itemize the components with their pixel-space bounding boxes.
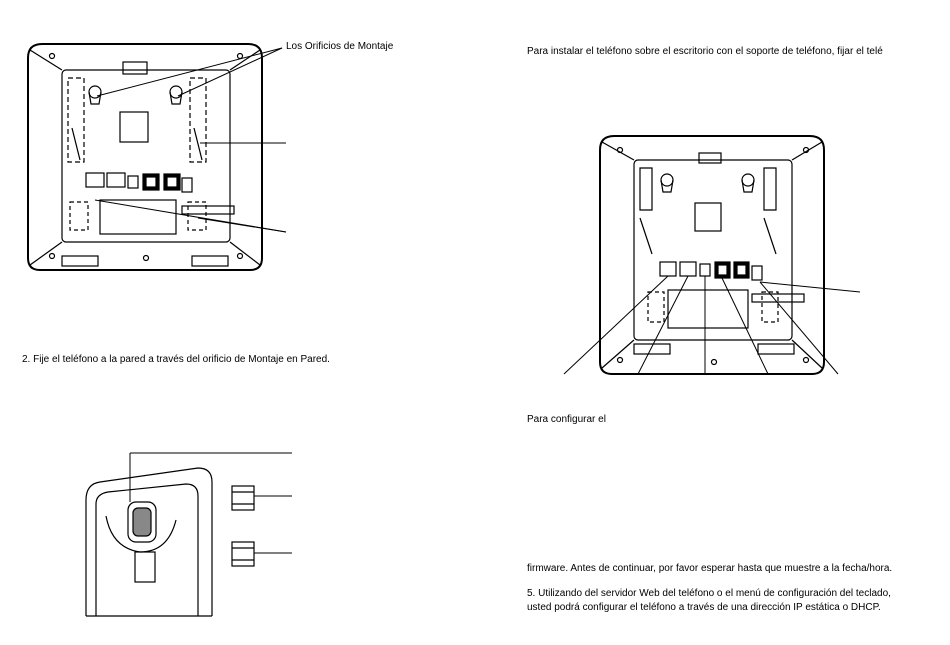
step-2-instruction: 2. Fije el teléfono a la pared a través …	[22, 354, 330, 365]
step-5-line-2: usted podrá configurar el teléfono a tra…	[527, 602, 881, 613]
configure-intro: Para configurar el	[527, 414, 606, 425]
step-5-line-1: 5. Utilizando del servidor Web del teléf…	[527, 588, 891, 599]
desk-install-intro: Para instalar el teléfono sobre el escri…	[527, 46, 883, 57]
mounting-holes-callout-label: Los Orificios de Montaje	[286, 41, 394, 52]
firmware-note: firmware. Antes de continuar, por favor …	[527, 563, 893, 574]
